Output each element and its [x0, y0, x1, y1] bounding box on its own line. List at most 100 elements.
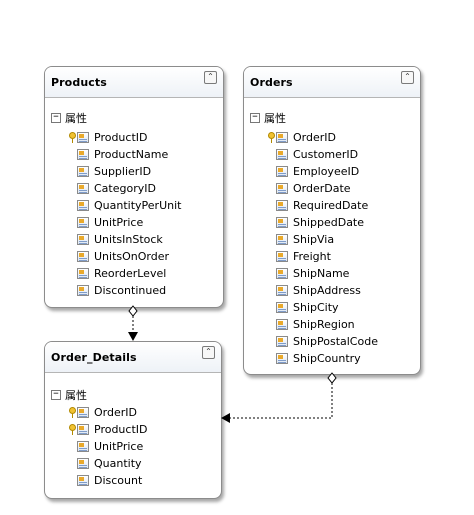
property-row[interactable]: ShipPostalCode	[268, 333, 378, 350]
property-row[interactable]: Discount	[69, 472, 142, 489]
properties-section[interactable]: − 属性	[51, 110, 87, 126]
property-icon	[77, 424, 89, 435]
property-icon	[77, 132, 89, 143]
section-label: 属性	[65, 112, 87, 125]
property-row[interactable]: UnitPrice	[69, 214, 143, 231]
property-row[interactable]: ShippedDate	[268, 214, 364, 231]
property-icon	[77, 183, 89, 194]
properties-section[interactable]: − 属性	[51, 387, 87, 403]
property-icon	[276, 183, 288, 194]
minus-icon[interactable]: −	[51, 113, 61, 123]
property-icon	[276, 319, 288, 330]
property-name: ShipName	[293, 267, 350, 280]
property-icon	[77, 217, 89, 228]
property-icon	[77, 458, 89, 469]
property-icon	[276, 336, 288, 347]
aggregation-diamond-icon	[128, 305, 138, 317]
property-name: SupplierID	[94, 165, 152, 178]
association-line[interactable]	[230, 383, 333, 419]
property-row[interactable]: ShipCountry	[268, 350, 361, 367]
property-icon	[276, 251, 288, 262]
property-row[interactable]: ShipRegion	[268, 316, 355, 333]
property-row[interactable]: UnitsOnOrder	[69, 248, 169, 265]
property-row[interactable]: SupplierID	[69, 163, 151, 180]
property-name: ShipPostalCode	[293, 335, 378, 348]
property-row[interactable]: ShipName	[268, 265, 349, 282]
entity-title: Orders	[250, 76, 293, 89]
property-row[interactable]: Discontinued	[69, 282, 166, 299]
entity-header[interactable]: Products ⌃	[45, 67, 223, 98]
arrowhead-icon	[128, 332, 138, 341]
property-icon	[276, 217, 288, 228]
property-name: UnitsOnOrder	[94, 250, 170, 263]
property-name: ProductID	[94, 131, 148, 144]
property-icon	[276, 166, 288, 177]
property-name: ShipVia	[293, 233, 335, 246]
key-icon	[69, 131, 76, 144]
property-icon	[276, 285, 288, 296]
entity-title: Products	[51, 76, 107, 89]
property-row[interactable]: CategoryID	[69, 180, 156, 197]
entity-orders[interactable]: Orders ⌃ − 属性 OrderID CustomerID EmployeeI…	[243, 66, 421, 375]
minus-icon[interactable]: −	[51, 390, 61, 400]
property-row[interactable]: ProductID	[69, 421, 147, 438]
property-name: EmployeeID	[293, 165, 360, 178]
property-name: ShipCity	[293, 301, 339, 314]
minus-icon[interactable]: −	[250, 113, 260, 123]
property-row[interactable]: ShipCity	[268, 299, 339, 316]
property-name: OrderID	[293, 131, 336, 144]
property-row[interactable]: UnitsInStock	[69, 231, 163, 248]
property-icon	[77, 268, 89, 279]
property-name: Quantity	[94, 457, 142, 470]
property-icon	[276, 149, 288, 160]
property-row[interactable]: OrderID	[69, 404, 137, 421]
property-row[interactable]: ProductID	[69, 129, 147, 146]
association-products-order-details[interactable]	[128, 305, 138, 341]
property-row[interactable]: QuantityPerUnit	[69, 197, 181, 214]
property-icon	[77, 407, 89, 418]
property-row[interactable]: ShipVia	[268, 231, 334, 248]
collapse-icon[interactable]: ⌃	[204, 71, 217, 84]
property-icon	[77, 475, 89, 486]
key-icon	[268, 131, 275, 144]
property-name: QuantityPerUnit	[94, 199, 182, 212]
property-name: ReorderLevel	[94, 267, 167, 280]
key-icon	[69, 406, 76, 419]
property-row[interactable]: RequiredDate	[268, 197, 368, 214]
properties-section[interactable]: − 属性	[250, 110, 286, 126]
property-icon	[77, 234, 89, 245]
property-row[interactable]: ProductName	[69, 146, 168, 163]
property-row[interactable]: UnitPrice	[69, 438, 143, 455]
property-name: CategoryID	[94, 182, 156, 195]
property-row[interactable]: OrderID	[268, 129, 336, 146]
property-name: Discount	[94, 474, 143, 487]
entity-header[interactable]: Orders ⌃	[244, 67, 420, 98]
property-name: ShipCountry	[293, 352, 361, 365]
property-icon	[276, 302, 288, 313]
property-row[interactable]: CustomerID	[268, 146, 358, 163]
property-icon	[276, 353, 288, 364]
property-row[interactable]: OrderDate	[268, 180, 351, 197]
section-label: 属性	[65, 389, 87, 402]
property-name: ShipAddress	[293, 284, 361, 297]
entity-header[interactable]: Order_Details ⌃	[45, 342, 221, 373]
property-row[interactable]: Quantity	[69, 455, 142, 472]
property-icon	[77, 166, 89, 177]
property-row[interactable]: ReorderLevel	[69, 265, 166, 282]
property-row[interactable]: ShipAddress	[268, 282, 361, 299]
property-icon	[77, 285, 89, 296]
property-icon	[77, 200, 89, 211]
collapse-icon[interactable]: ⌃	[202, 346, 215, 359]
property-icon	[77, 149, 89, 160]
association-orders-order-details[interactable]	[221, 372, 337, 423]
property-row[interactable]: EmployeeID	[268, 163, 359, 180]
property-name: ShippedDate	[293, 216, 365, 229]
property-name: Discontinued	[94, 284, 167, 297]
property-name: ShipRegion	[293, 318, 355, 331]
collapse-icon[interactable]: ⌃	[401, 71, 414, 84]
property-row[interactable]: Freight	[268, 248, 331, 265]
property-icon	[77, 441, 89, 452]
